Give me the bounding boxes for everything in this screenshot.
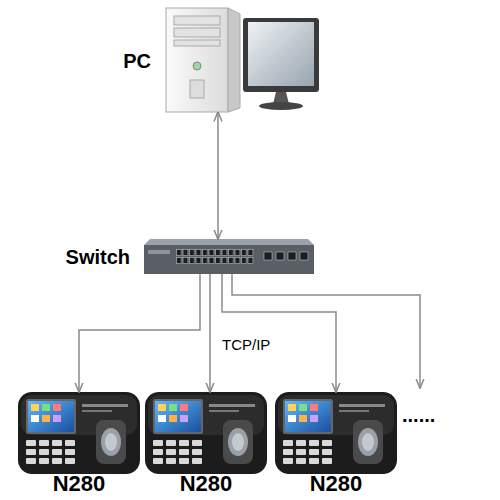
network-link [222,274,336,392]
network-link [209,274,211,392]
node-label: N280 [275,472,397,496]
monitor-base [259,102,303,110]
attendance-terminal: N280 [145,392,267,474]
open-ended-link [232,274,420,388]
drive-bay [174,16,220,25]
uplink-port [276,252,284,260]
uplink-port [288,252,296,260]
network-switch: Switch [144,239,314,274]
network-link [217,112,219,239]
continuation-mark: ...... [402,404,435,426]
switch-illustration [144,239,314,274]
uplink-port [264,252,272,260]
terminal-illustration [275,392,397,474]
switch-body [144,245,314,274]
switch-ports [176,249,254,265]
drive-bay [174,40,220,46]
attendance-terminal: N280 [18,392,140,474]
node-label: PC [101,50,151,72]
tower-front [166,8,228,112]
pc-illustration [166,8,319,112]
monitor-screen [248,22,314,86]
switch-badge [148,250,170,254]
terminal-illustration [145,392,267,474]
network-link [79,274,200,392]
node-label: N280 [18,472,140,496]
switch-top [144,239,314,245]
power-button [193,62,201,70]
front-panel [190,80,204,98]
computer-node: PC [163,6,323,112]
terminal-illustration [18,392,140,474]
node-label: Switch [40,246,130,268]
uplink-port [300,252,308,260]
tower-side [228,8,240,112]
attendance-terminal: N280 [275,392,397,474]
node-label: N280 [145,472,267,496]
protocol-label: TCP/IP [222,337,270,354]
drive-bay [174,28,220,37]
monitor-bezel [243,18,319,92]
